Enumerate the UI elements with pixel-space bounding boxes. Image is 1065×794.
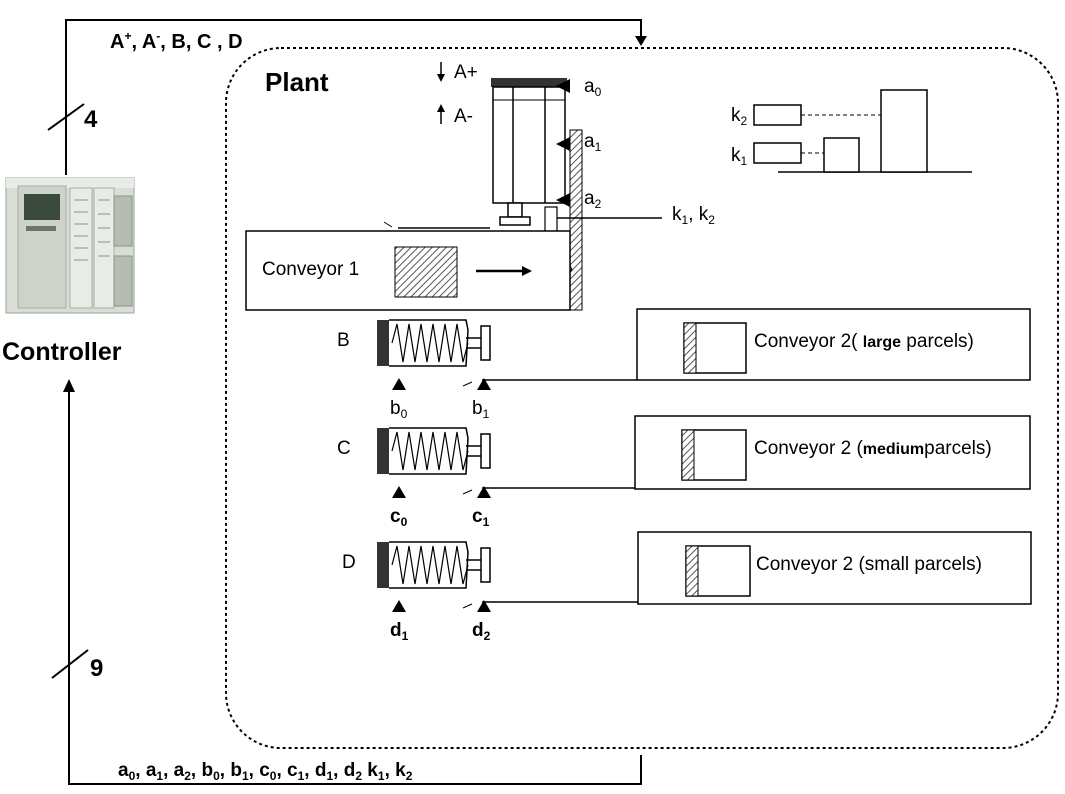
sensor-d1-label: d1 bbox=[390, 620, 409, 643]
top-bus-count: 4 bbox=[84, 106, 98, 133]
sensor-a0-label: a0 bbox=[584, 76, 602, 99]
pusher-d: Dd1 d2 Conveyor 2 (small parcels) bbox=[342, 532, 1031, 643]
sensor-marker bbox=[392, 378, 406, 390]
cylinder-a: A+ A- bbox=[384, 62, 567, 228]
pusher-end-cap bbox=[377, 320, 389, 366]
switch-contact bbox=[463, 382, 472, 386]
conveyor-2-label: Conveyor 2( large parcels) bbox=[754, 331, 974, 352]
bottom-bus-count: 9 bbox=[90, 655, 103, 682]
parcel-hatch bbox=[682, 430, 694, 480]
switch-contact bbox=[463, 604, 472, 608]
conveyor-2-label: Conveyor 2 (small parcels) bbox=[756, 554, 982, 575]
plant-title: Plant bbox=[265, 67, 329, 97]
conveyor-2-large: Conveyor 2( large parcels) bbox=[637, 309, 1030, 380]
conveyor-1-label: Conveyor 1 bbox=[262, 259, 359, 280]
sensor-b0-label: b0 bbox=[390, 398, 408, 421]
bottom-bus-signals: a0, a1, a2, b0, b1, c0, c1, d1, d2 k1, k… bbox=[118, 760, 413, 783]
sensor-a1-label: a1 bbox=[584, 131, 602, 154]
parcel-hatch bbox=[686, 546, 698, 596]
conveyor-2-medium: Conveyor 2 (mediumparcels) bbox=[635, 416, 1030, 489]
pusher-name: D bbox=[342, 552, 356, 573]
sensor-c1-label: c1 bbox=[472, 506, 490, 529]
cylinder-a-extend-label: A+ bbox=[454, 62, 478, 83]
switch-contact bbox=[463, 490, 472, 494]
parcel-hatch bbox=[684, 323, 696, 373]
pusher-end-cap bbox=[377, 428, 389, 474]
k-level-chart: k1 k2 bbox=[731, 90, 972, 172]
sensor-marker bbox=[392, 600, 406, 612]
conveyor-2-small: Conveyor 2 (small parcels) bbox=[638, 532, 1031, 604]
sensor-d2-label: d2 bbox=[472, 620, 491, 643]
sensor-c0-label: c0 bbox=[390, 506, 408, 529]
plant-boundary bbox=[226, 48, 1058, 748]
cylinder-a-retract-label: A- bbox=[454, 106, 473, 127]
pusher-name: C bbox=[337, 438, 351, 459]
k-sensor-label: k1, k2 bbox=[672, 204, 715, 227]
pusher-rows: Bb0b1Conveyor 2( large parcels)Cc0c1Conv… bbox=[337, 309, 1031, 643]
controller-label: Controller bbox=[2, 338, 122, 366]
pusher-end-cap bbox=[377, 542, 389, 588]
k1-label: k1 bbox=[731, 145, 748, 168]
pusher-head bbox=[481, 434, 490, 468]
conveyor-2-label: Conveyor 2 (mediumparcels) bbox=[754, 438, 992, 459]
pusher-b: Bb0 b1 Conveyor 2( large parcels) bbox=[337, 309, 1030, 421]
wall bbox=[570, 130, 582, 310]
top-bus-label: A+, A-, B, C , D bbox=[110, 29, 243, 53]
sensor-marker bbox=[392, 486, 406, 498]
sensor-a2-label: a2 bbox=[584, 188, 602, 211]
pusher-head bbox=[481, 326, 490, 360]
conveyor-1: Conveyor 1 bbox=[246, 231, 570, 310]
parcel bbox=[395, 247, 457, 297]
pusher-head bbox=[481, 548, 490, 582]
pusher-c: Cc0 c1 Conveyor 2 (mediumparcels) bbox=[337, 416, 1030, 529]
k2-label: k2 bbox=[731, 105, 748, 128]
pusher-name: B bbox=[337, 330, 350, 351]
plc-controller[interactable] bbox=[6, 178, 134, 313]
sensor-b1-label: b1 bbox=[472, 398, 490, 421]
